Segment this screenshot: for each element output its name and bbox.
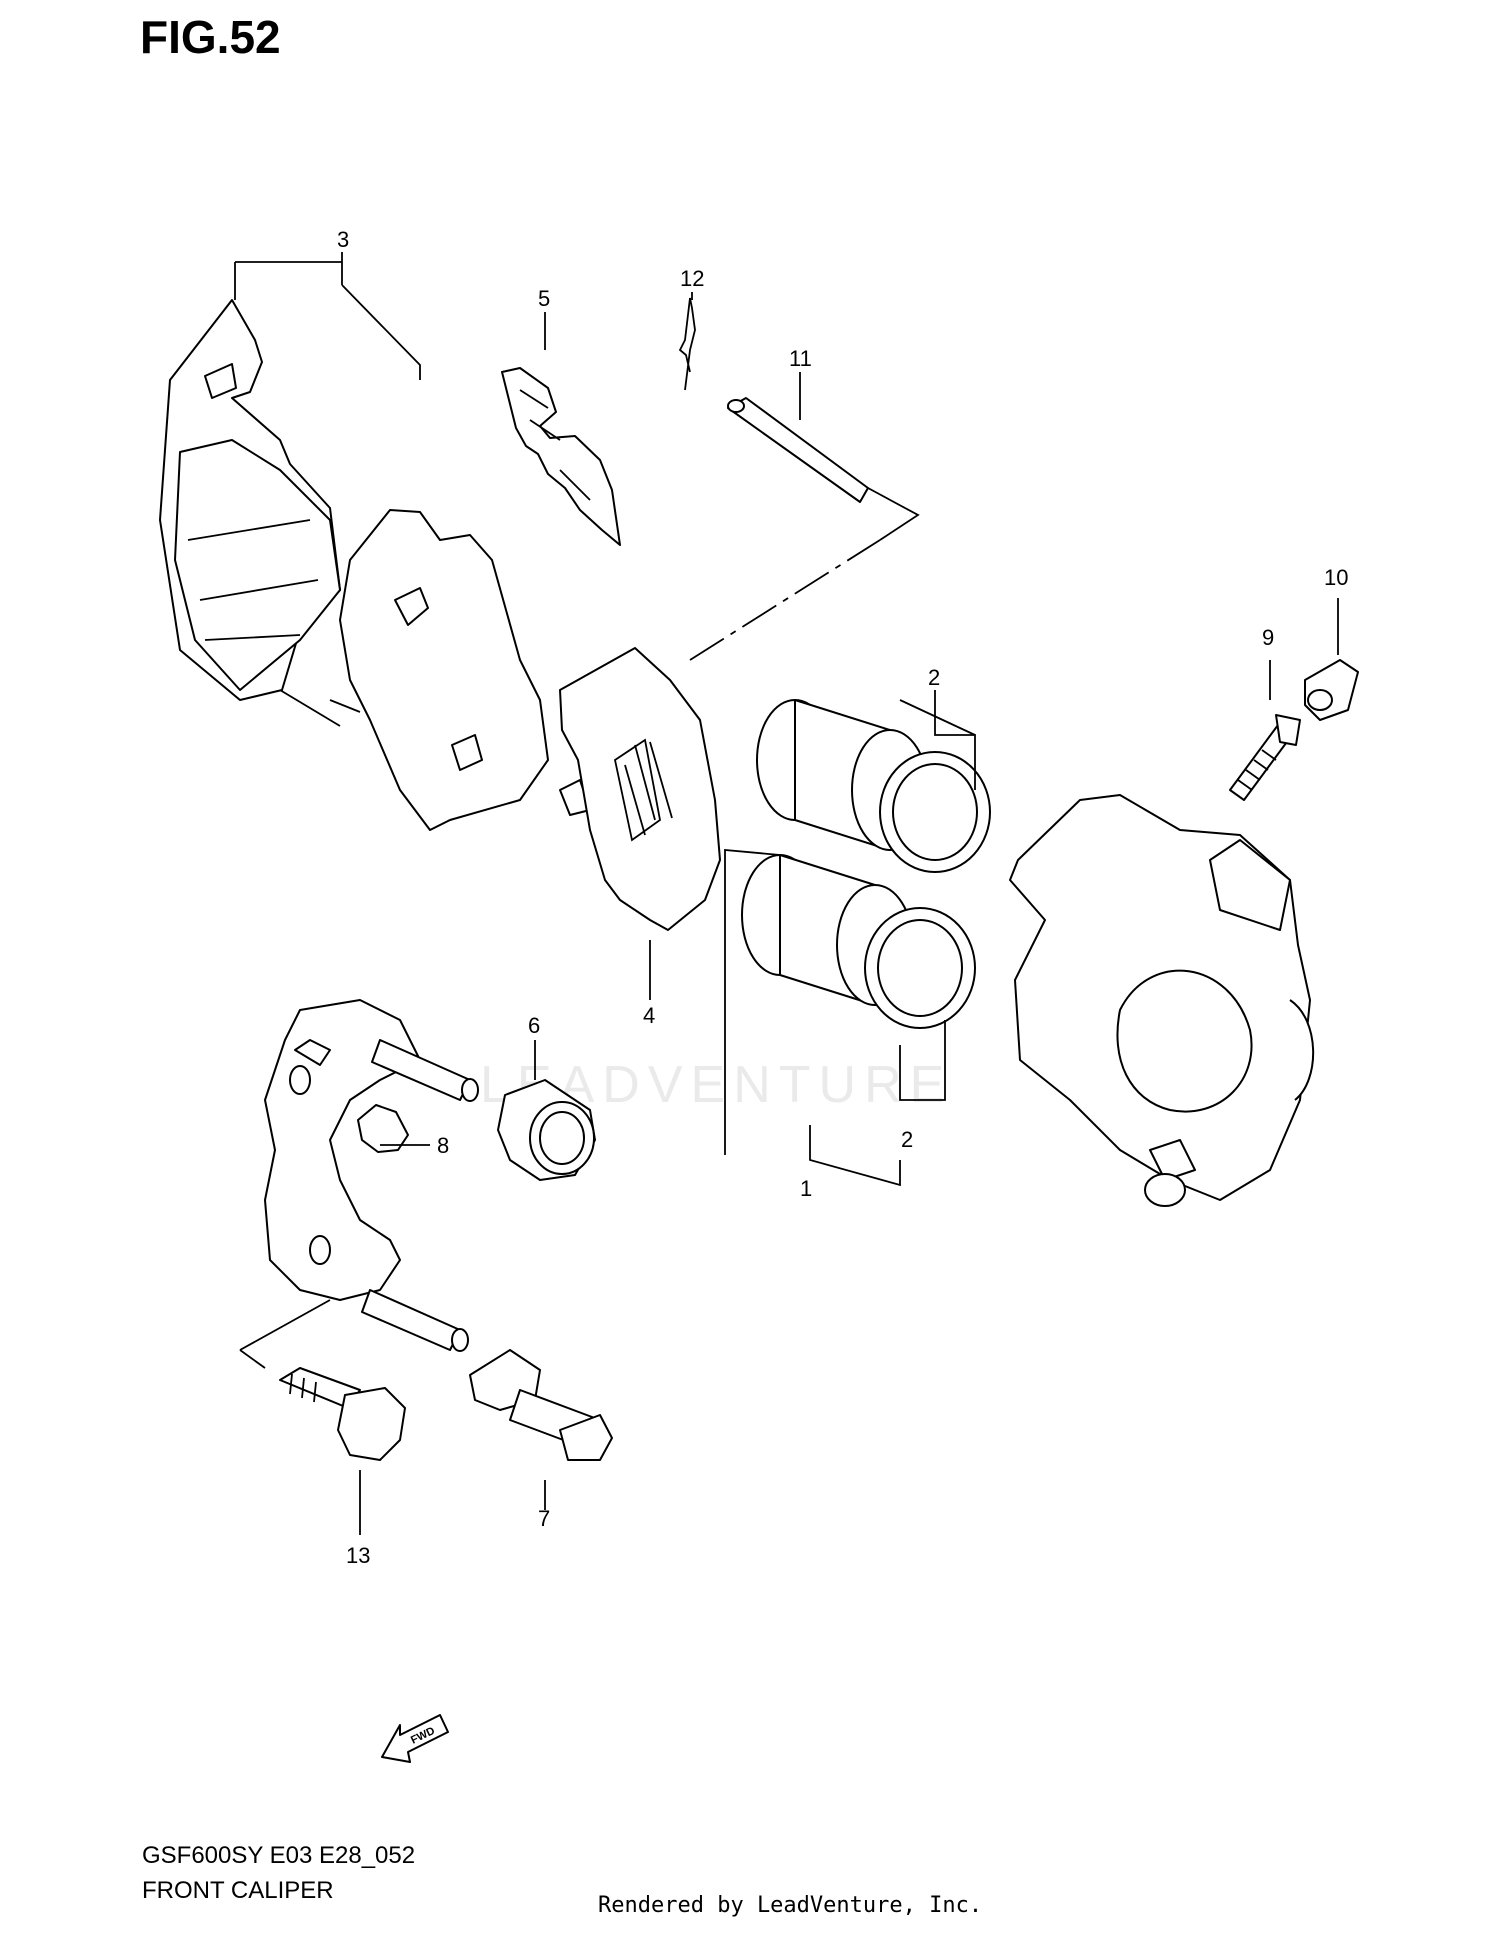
pin-boot xyxy=(497,1079,596,1181)
pad-spring xyxy=(501,367,621,546)
callout-2a: 2 xyxy=(928,665,940,690)
caliper-pistons-and-seals xyxy=(741,699,991,1029)
bracket-spring xyxy=(357,1104,409,1153)
callout-6: 6 xyxy=(528,1013,540,1038)
callout-3: 3 xyxy=(337,227,349,252)
callout-4: 4 xyxy=(643,1003,655,1028)
bracket-bolt xyxy=(279,1367,406,1461)
callout-8: 8 xyxy=(437,1133,449,1158)
callout-1: 1 xyxy=(800,1176,812,1201)
callout-9: 9 xyxy=(1262,625,1274,650)
callout-12: 12 xyxy=(680,266,704,291)
leader-lines xyxy=(234,252,1339,1535)
pad-pin xyxy=(727,397,869,503)
callout-11: 11 xyxy=(789,346,812,371)
pad-shim xyxy=(559,647,721,931)
callout-2b: 2 xyxy=(901,1127,913,1152)
render-credit: Rendered by LeadVenture, Inc. xyxy=(598,1893,983,1918)
callout-5: 5 xyxy=(538,286,550,311)
callout-10: 10 xyxy=(1324,565,1348,590)
forward-direction-arrow: FWD xyxy=(381,1714,449,1763)
callout-numbers: 3 5 12 11 10 9 2 4 6 2 8 1 7 13 xyxy=(337,227,1348,1568)
caliper-body xyxy=(1009,794,1315,1207)
figure-code: GSF600SY E03 E28_052 xyxy=(142,1842,416,1869)
bleeder-valve-and-cap xyxy=(1229,659,1359,801)
figure-name: FRONT CALIPER xyxy=(142,1877,334,1904)
brake-pad-set xyxy=(159,299,591,831)
callout-13: 13 xyxy=(346,1543,370,1568)
callout-7: 7 xyxy=(538,1506,550,1531)
figure-title: FIG.52 xyxy=(140,11,281,63)
pad-pin-clip xyxy=(678,297,696,391)
caliper-bracket xyxy=(264,999,479,1352)
slide-pin xyxy=(469,1349,613,1461)
